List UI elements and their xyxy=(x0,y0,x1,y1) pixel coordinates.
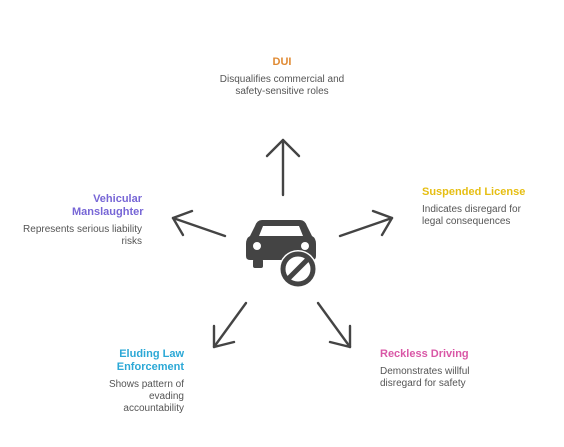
arrow-to-dui xyxy=(265,138,301,197)
arrow-to-reckless-driving xyxy=(316,301,352,349)
node-suspended-license-desc: Indicates disregard for legal consequenc… xyxy=(422,204,521,227)
node-dui-desc: Disqualifies commercial and safety-sensi… xyxy=(219,74,345,97)
node-reckless-driving-title: Reckless Driving xyxy=(380,348,469,360)
node-vehicular-title: Vehicular Manslaughter xyxy=(72,193,144,218)
arrow-to-suspended-license xyxy=(338,209,394,238)
node-dui-title: DUI xyxy=(272,56,292,68)
node-reckless-driving-desc: Demonstrates willful disregard for safet… xyxy=(380,366,470,389)
node-suspended-license: Suspended License Indicates disregard fo… xyxy=(422,186,542,228)
node-reckless-driving: Reckless Driving Demonstrates willful di… xyxy=(380,348,530,390)
node-dui: DUI Disqualifies commercial and safety-s… xyxy=(212,56,352,98)
node-suspended-license-title: Suspended License xyxy=(422,186,526,198)
arrow-to-vehicular-manslaughter xyxy=(171,209,227,238)
arrow-to-eluding xyxy=(212,301,248,349)
car-prohibited-icon xyxy=(246,220,317,288)
node-eluding-law-enforcement: Eluding Law Enforcement Shows pattern of… xyxy=(34,348,184,415)
node-vehicular-desc: Represents serious liability risks xyxy=(23,224,142,247)
node-vehicular-manslaughter: Vehicular Manslaughter Represents seriou… xyxy=(22,193,144,248)
node-eluding-desc: Shows pattern of evading accountability xyxy=(108,379,184,414)
node-eluding-title: Eluding Law Enforcement xyxy=(116,348,184,373)
